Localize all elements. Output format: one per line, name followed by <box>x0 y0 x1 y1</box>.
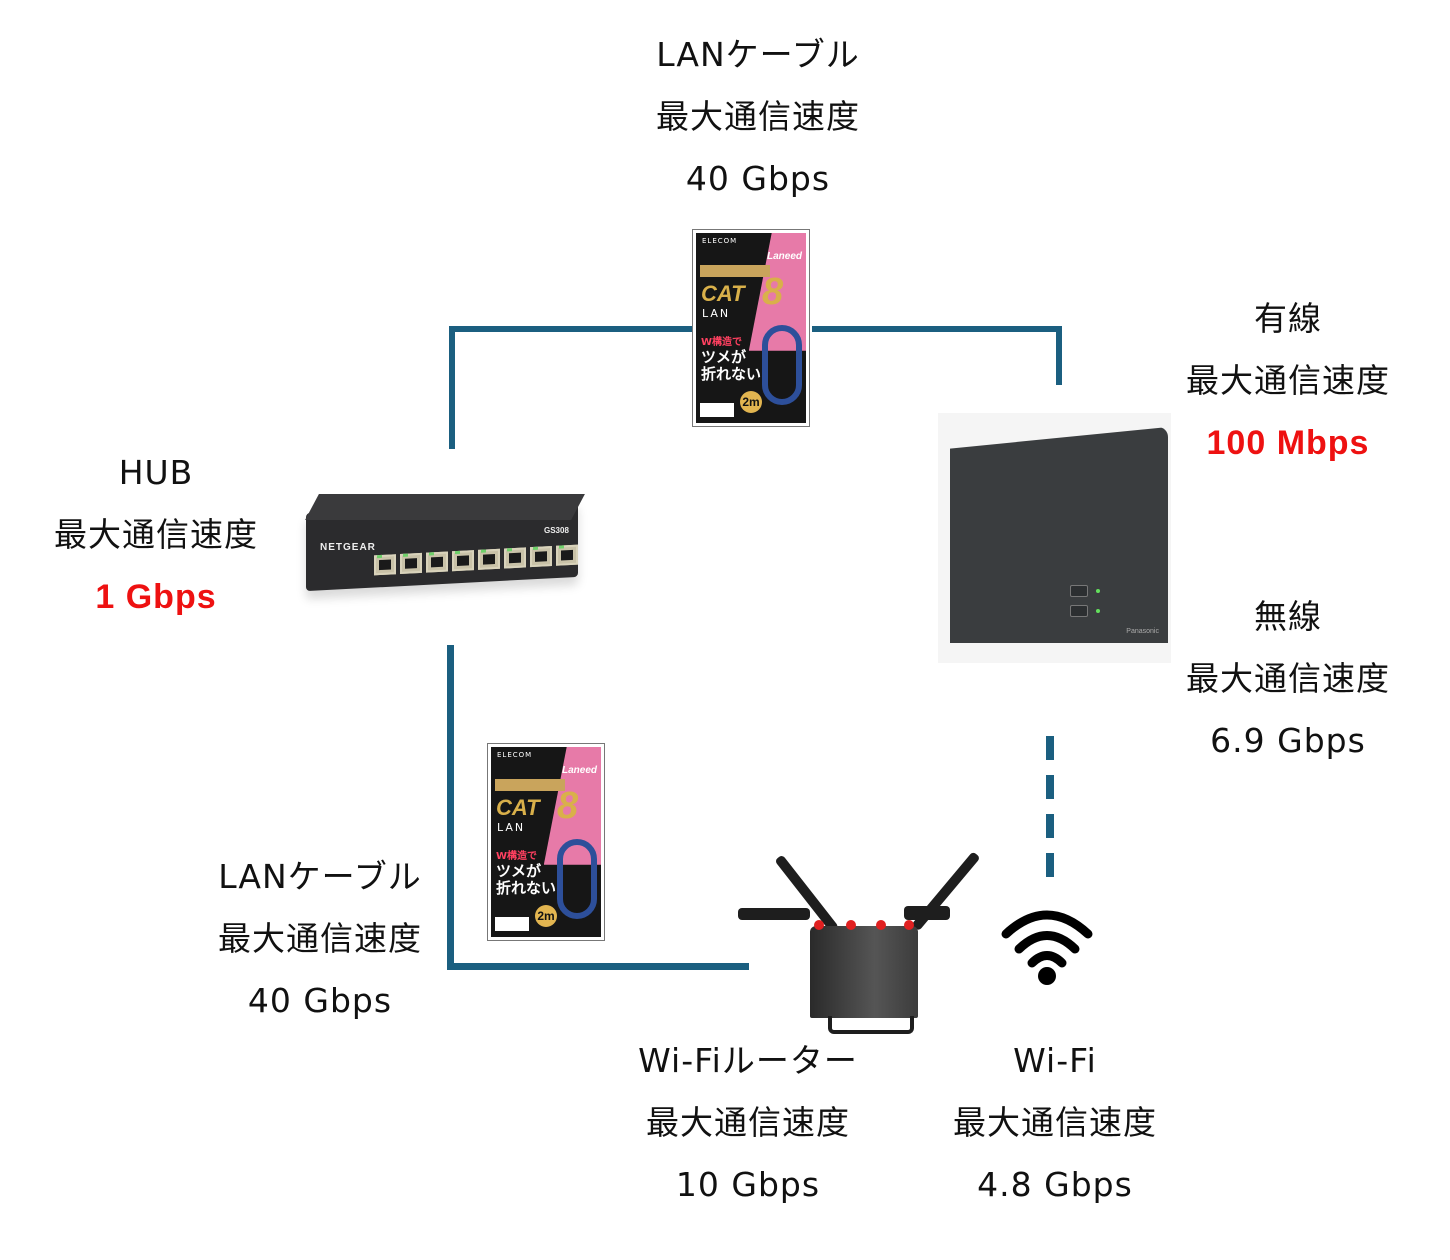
onu-wireless-speed: 6.9 Gbps <box>1210 721 1366 760</box>
hub-subtitle: 最大通信速度 <box>54 515 258 554</box>
wifi-icon <box>1001 910 1093 985</box>
switch-brand: NETGEAR <box>320 542 376 553</box>
network-switch-icon: NETGEAR GS308 <box>296 490 586 620</box>
lan-cable-bottom-subtitle: 最大通信速度 <box>218 919 422 958</box>
connector-cable-to-onu-horizontal <box>812 326 1062 332</box>
router-stand <box>828 1016 914 1034</box>
hub-title: HUB <box>118 453 194 492</box>
switch-top <box>305 494 585 520</box>
package-barcode <box>495 917 529 931</box>
connector-hub-to-router-horizontal <box>447 963 749 970</box>
package-brand: ELECOM <box>702 237 738 245</box>
package-length-badge: 2m <box>535 905 557 927</box>
switch-port <box>400 552 422 574</box>
onu-wired-title: 有線 <box>1254 299 1322 338</box>
wifi-subtitle: 最大通信速度 <box>953 1103 1157 1142</box>
wifi-router-subtitle: 最大通信速度 <box>646 1103 850 1142</box>
lan-cable-top-title: LANケーブル <box>656 35 860 74</box>
wifi-router-label: Wi-Fiルーター 最大通信速度 10 Gbps <box>596 1030 900 1216</box>
package-cable-coil <box>762 325 802 405</box>
onu-button <box>1070 585 1088 597</box>
connector-hub-to-router-vertical <box>447 645 454 969</box>
connector-hub-to-cable-vertical <box>449 327 455 449</box>
onu-brand: Panasonic <box>1126 628 1159 635</box>
wifi-speed: 4.8 Gbps <box>977 1165 1133 1204</box>
package-tagline: W構造で ツメが 折れない <box>701 337 761 383</box>
onu-wired-subtitle: 最大通信速度 <box>1186 361 1390 400</box>
wireless-link-dash <box>1046 853 1054 877</box>
router-antenna-joint <box>814 920 824 930</box>
router-antenna <box>904 906 950 920</box>
router-antenna-joint <box>876 920 886 930</box>
hub-label: HUB 最大通信速度 1 Gbps <box>6 442 306 628</box>
onu-body <box>950 427 1168 643</box>
package-length-badge: 2m <box>740 391 762 413</box>
connector-hub-to-cable-horizontal <box>449 326 694 332</box>
switch-model: GS308 <box>544 526 569 535</box>
lan-cable-top-label: LANケーブル 最大通信速度 40 Gbps <box>608 24 908 210</box>
package-tagline-small: W構造で <box>496 851 538 862</box>
wifi-router-title: Wi-Fiルーター <box>638 1041 858 1080</box>
package-series: Laneed <box>766 251 802 262</box>
lan-cable-bottom-title: LANケーブル <box>218 857 422 896</box>
onu-wireless-label: 無線 最大通信速度 6.9 Gbps <box>1138 586 1438 772</box>
onu-wired-label: 有線 最大通信速度 100 Mbps <box>1138 288 1438 474</box>
router-antenna <box>738 908 810 920</box>
package-cat-number: 8 <box>557 785 579 827</box>
onu-status-led <box>1096 609 1100 613</box>
package-gold-band <box>495 779 565 791</box>
wifi-router-icon <box>738 838 981 1038</box>
onu-status-led <box>1096 589 1100 593</box>
connector-cable-to-onu-vertical <box>1056 326 1062 385</box>
onu-wireless-subtitle: 最大通信速度 <box>1186 659 1390 698</box>
router-antenna <box>774 854 839 934</box>
package-tagline-line1: ツメが <box>496 862 542 880</box>
package-series: Laneed <box>561 765 597 776</box>
wifi-title: Wi-Fi <box>1013 1041 1097 1080</box>
lan-cable-top-subtitle: 最大通信速度 <box>656 97 860 136</box>
onu-button <box>1070 605 1088 617</box>
wifi-label: Wi-Fi 最大通信速度 4.8 Gbps <box>905 1030 1205 1216</box>
lan-cable-bottom-label: LANケーブル 最大通信速度 40 Gbps <box>170 846 470 1032</box>
lan-cable-bottom-speed: 40 Gbps <box>247 981 393 1020</box>
package-cable-coil <box>557 839 597 919</box>
cat8-lan-cable-package-icon: ELECOM Laneed CAT 8 LAN W構造で ツメが 折れない 2m <box>692 229 810 427</box>
onu-wired-speed: 100 Mbps <box>1206 424 1370 462</box>
package-type: LAN <box>702 307 731 320</box>
package-tagline: W構造で ツメが 折れない <box>496 851 556 897</box>
package-cat: CAT <box>701 281 745 306</box>
package-tagline-line2: 折れない <box>701 365 762 383</box>
cat8-lan-cable-package-icon: ELECOM Laneed CAT 8 LAN W構造で ツメが 折れない 2m <box>487 743 605 941</box>
onu-wireless-title: 無線 <box>1254 597 1322 636</box>
wireless-link-dash <box>1046 775 1054 799</box>
package-brand: ELECOM <box>497 751 533 759</box>
package-cat-number: 8 <box>762 271 784 313</box>
wireless-link-dash <box>1046 736 1054 760</box>
lan-cable-top-speed: 40 Gbps <box>685 159 831 198</box>
router-antenna-joint <box>846 920 856 930</box>
switch-port <box>504 547 526 569</box>
package-type: LAN <box>497 821 526 834</box>
package-cat: CAT <box>496 795 540 820</box>
switch-port <box>374 554 396 576</box>
wireless-link-dash <box>1046 814 1054 838</box>
switch-port <box>530 546 552 568</box>
package-tagline-line1: ツメが <box>701 348 747 366</box>
switch-port <box>556 544 578 566</box>
package-tagline-small: W構造で <box>701 337 743 348</box>
router-body <box>810 926 918 1018</box>
router-antenna-joint <box>904 920 914 930</box>
package-barcode <box>700 403 734 417</box>
switch-port <box>478 548 500 570</box>
switch-port <box>452 550 474 572</box>
package-tagline-line2: 折れない <box>496 879 557 897</box>
wifi-router-speed: 10 Gbps <box>675 1165 821 1204</box>
package-gold-band <box>700 265 770 277</box>
hub-speed: 1 Gbps <box>95 578 217 616</box>
onu-device-icon: Panasonic <box>938 413 1171 663</box>
switch-port <box>426 551 448 573</box>
